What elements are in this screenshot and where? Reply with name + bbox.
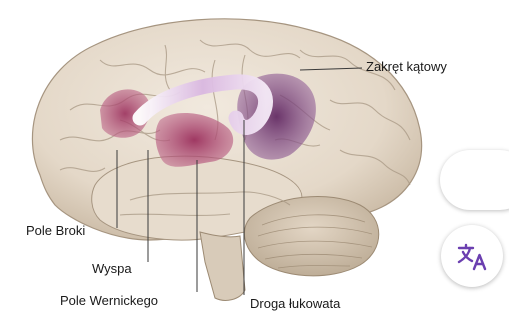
translate-icon [455,239,489,273]
cerebellum [244,196,378,275]
label-insula: Wyspa [92,262,132,276]
translate-button[interactable] [441,225,503,287]
brainstem [200,232,245,300]
label-arcuate: Droga łukowata [250,297,340,311]
label-broca: Pole Broki [26,224,85,238]
floating-tab[interactable] [440,150,509,210]
label-angular-gyrus: Zakręt kątowy [366,60,447,74]
label-wernicke: Pole Wernickego [60,294,158,308]
